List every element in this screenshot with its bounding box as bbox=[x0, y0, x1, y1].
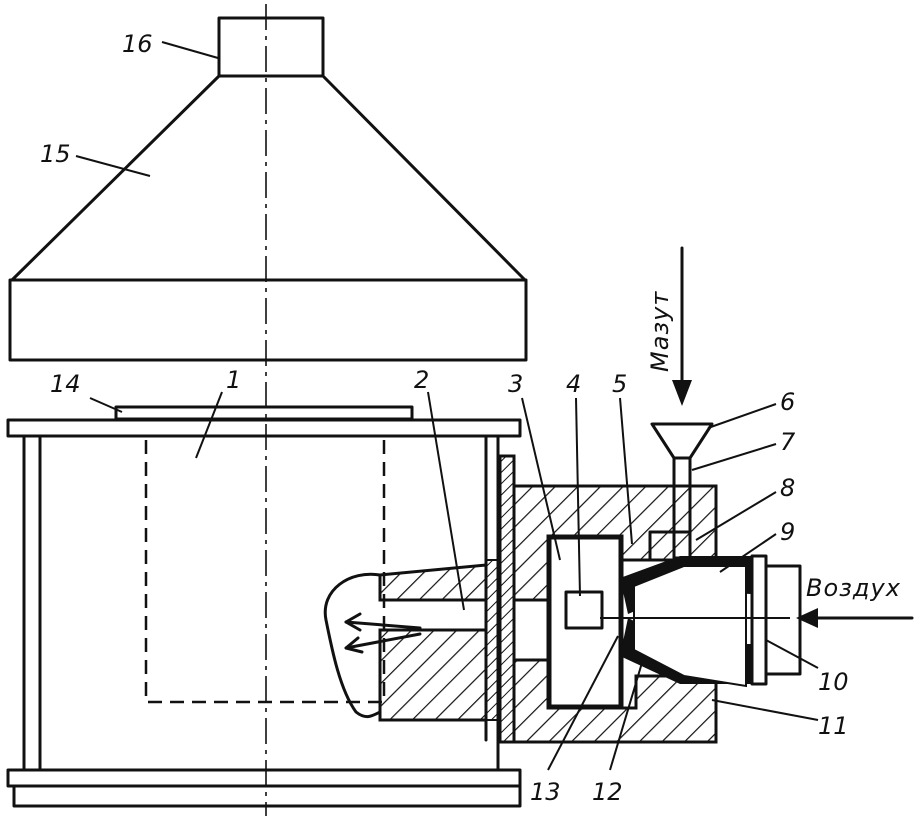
exhaust-pipe bbox=[217, 16, 325, 78]
label-1: 1 bbox=[226, 366, 241, 394]
wall-plate bbox=[485, 454, 516, 744]
air-arrow bbox=[796, 608, 914, 628]
fuel-label: Мазут bbox=[646, 291, 674, 372]
label-5: 5 bbox=[612, 370, 627, 398]
burner-tunnel bbox=[323, 563, 488, 722]
fuel-funnel bbox=[648, 422, 714, 562]
flame-arrows bbox=[344, 612, 422, 654]
label-9: 9 bbox=[780, 518, 795, 546]
fuel-arrow bbox=[672, 246, 692, 406]
mixing-chamber bbox=[514, 536, 622, 708]
leader-lines bbox=[75, 41, 819, 771]
label-8: 8 bbox=[780, 474, 795, 502]
air-label: Воздух bbox=[806, 574, 901, 602]
label-11: 11 bbox=[818, 712, 849, 740]
label-16: 16 bbox=[122, 30, 153, 58]
label-15: 15 bbox=[40, 140, 71, 168]
label-3: 3 bbox=[508, 370, 523, 398]
label-13: 13 bbox=[530, 778, 561, 806]
hood bbox=[8, 74, 528, 362]
label-6: 6 bbox=[780, 388, 795, 416]
label-7: 7 bbox=[780, 428, 796, 456]
label-4: 4 bbox=[566, 370, 581, 398]
air-inlet-flange bbox=[750, 554, 802, 686]
label-2: 2 bbox=[414, 366, 429, 394]
nozzle-cone bbox=[600, 556, 790, 688]
label-12: 12 bbox=[592, 778, 623, 806]
furnace-body bbox=[6, 405, 522, 808]
label-14: 14 bbox=[50, 370, 81, 398]
label-10: 10 bbox=[818, 668, 849, 696]
